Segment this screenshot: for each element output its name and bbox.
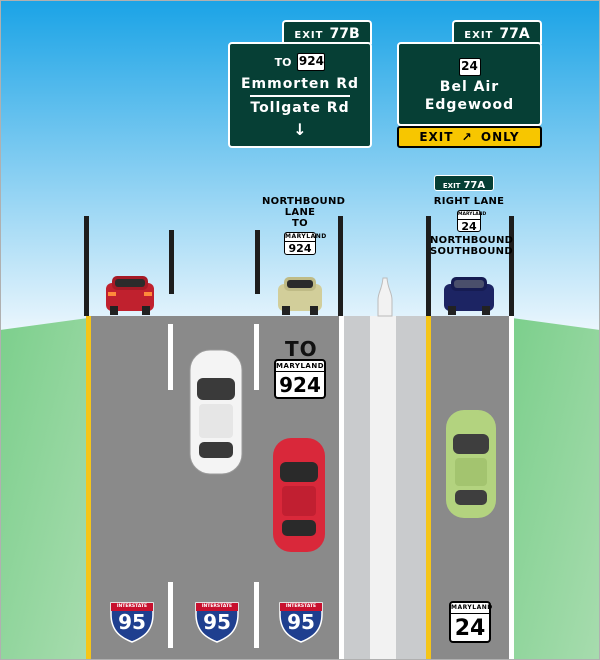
plaque-only-word: ONLY bbox=[480, 130, 520, 144]
left-edge-line bbox=[86, 316, 91, 660]
destination-bel-air: Bel Air bbox=[439, 79, 500, 95]
exit-only-plaque: EXIT ↗ ONLY bbox=[397, 126, 542, 148]
exit-word: EXIT bbox=[464, 30, 494, 41]
exit-word: EXIT bbox=[294, 30, 324, 41]
destination-emmorten: Emmorten Rd bbox=[240, 76, 360, 92]
median-pylon bbox=[377, 277, 393, 317]
car-distant-red bbox=[106, 276, 154, 315]
down-arrow-icon: ↓ bbox=[293, 119, 307, 139]
grass-left bbox=[0, 318, 88, 660]
pavement-right-maryland-word: MARYLAND bbox=[451, 603, 492, 614]
right-edge-line bbox=[339, 316, 344, 660]
small-exit-number: 77A bbox=[463, 180, 486, 191]
pavement-maryland-word: MARYLAND bbox=[276, 362, 325, 372]
guide-sign-exit-77b: TO 924 Emmorten Rd Tollgate Rd ↓ bbox=[228, 42, 372, 148]
maryland-route-shield-icon: MARYLAND 924 bbox=[274, 359, 326, 399]
pavement-route-924: 924 bbox=[279, 373, 321, 397]
label-lane: LANE bbox=[284, 207, 316, 218]
car-red-topdown bbox=[273, 438, 325, 552]
lane-dashes bbox=[168, 324, 259, 648]
maryland-route-shield-icon: MARYLAND 24 bbox=[449, 601, 492, 643]
divider bbox=[250, 95, 350, 97]
ramp-right-edge bbox=[509, 316, 514, 660]
interstate-shield-icon bbox=[279, 602, 323, 643]
interstate-shield-icon bbox=[110, 602, 154, 643]
interstate-label-1: INTERSTATE bbox=[116, 604, 148, 609]
to-route-row: TO 924 bbox=[230, 53, 370, 71]
exit-77a-tab: EXIT 77A bbox=[452, 20, 542, 44]
car-distant-tan bbox=[278, 277, 322, 315]
shield-maryland-word: MARYLAND bbox=[458, 211, 486, 220]
label-to: TO bbox=[292, 218, 308, 229]
interstate-number-2: 95 bbox=[203, 610, 231, 634]
exit-number: 77B bbox=[329, 26, 360, 42]
label-northbound: NORTHBOUND bbox=[262, 196, 346, 207]
plaque-exit-word: EXIT bbox=[419, 130, 454, 144]
guide-sign-exit-77a: 24 Bel Air Edgewood bbox=[397, 42, 542, 126]
median-barrier bbox=[370, 316, 396, 660]
exit-number: 77A bbox=[499, 26, 530, 42]
car-green-topdown bbox=[446, 410, 496, 518]
pavement-route-24: 24 bbox=[454, 616, 486, 641]
shield-route-24: 24 bbox=[461, 220, 477, 233]
sign-posts bbox=[84, 216, 514, 316]
shield-maryland-word: MARYLAND bbox=[285, 233, 327, 242]
right-lane-label: RIGHT LANE bbox=[432, 196, 506, 207]
route-924-shield-icon: 924 bbox=[297, 53, 326, 71]
interstate-shield-icon bbox=[195, 602, 239, 643]
pavement-to-word: TO bbox=[285, 337, 318, 361]
ramp-left-edge bbox=[426, 316, 431, 660]
destination-tollgate: Tollgate Rd bbox=[250, 99, 350, 116]
label-northbound-right: NORTHBOUND bbox=[430, 235, 514, 246]
interstate-label-3: INTERSTATE bbox=[285, 604, 317, 609]
destination-edgewood: Edgewood bbox=[424, 97, 515, 113]
route-row: 24 bbox=[399, 55, 540, 76]
maryland-route-shield-icon: MARYLAND 924 bbox=[284, 232, 327, 255]
northbound-lane-label: NORTHBOUND LANE TO bbox=[262, 196, 346, 229]
small-exit-word: EXIT bbox=[442, 182, 461, 190]
label-right-lane: RIGHT LANE bbox=[433, 196, 505, 207]
to-word: TO bbox=[274, 55, 292, 69]
maryland-route-shield-icon: MARYLAND 24 bbox=[457, 210, 486, 233]
interstate-label-2: INTERSTATE bbox=[201, 604, 233, 609]
interstate-number-1: 95 bbox=[118, 610, 146, 634]
direction-labels: NORTHBOUND SOUTHBOUND bbox=[430, 235, 514, 257]
car-distant-blue bbox=[444, 277, 494, 315]
up-right-arrow-icon: ↗ bbox=[461, 130, 473, 144]
label-southbound: SOUTHBOUND bbox=[430, 246, 513, 257]
exit-77b-tab: EXIT 77B bbox=[282, 20, 372, 44]
car-white-topdown bbox=[189, 349, 243, 475]
route-24-shield-icon: 24 bbox=[458, 58, 481, 76]
interstate-number-3: 95 bbox=[287, 610, 315, 634]
shield-route-924: 924 bbox=[288, 242, 312, 255]
grass-right bbox=[512, 318, 600, 660]
